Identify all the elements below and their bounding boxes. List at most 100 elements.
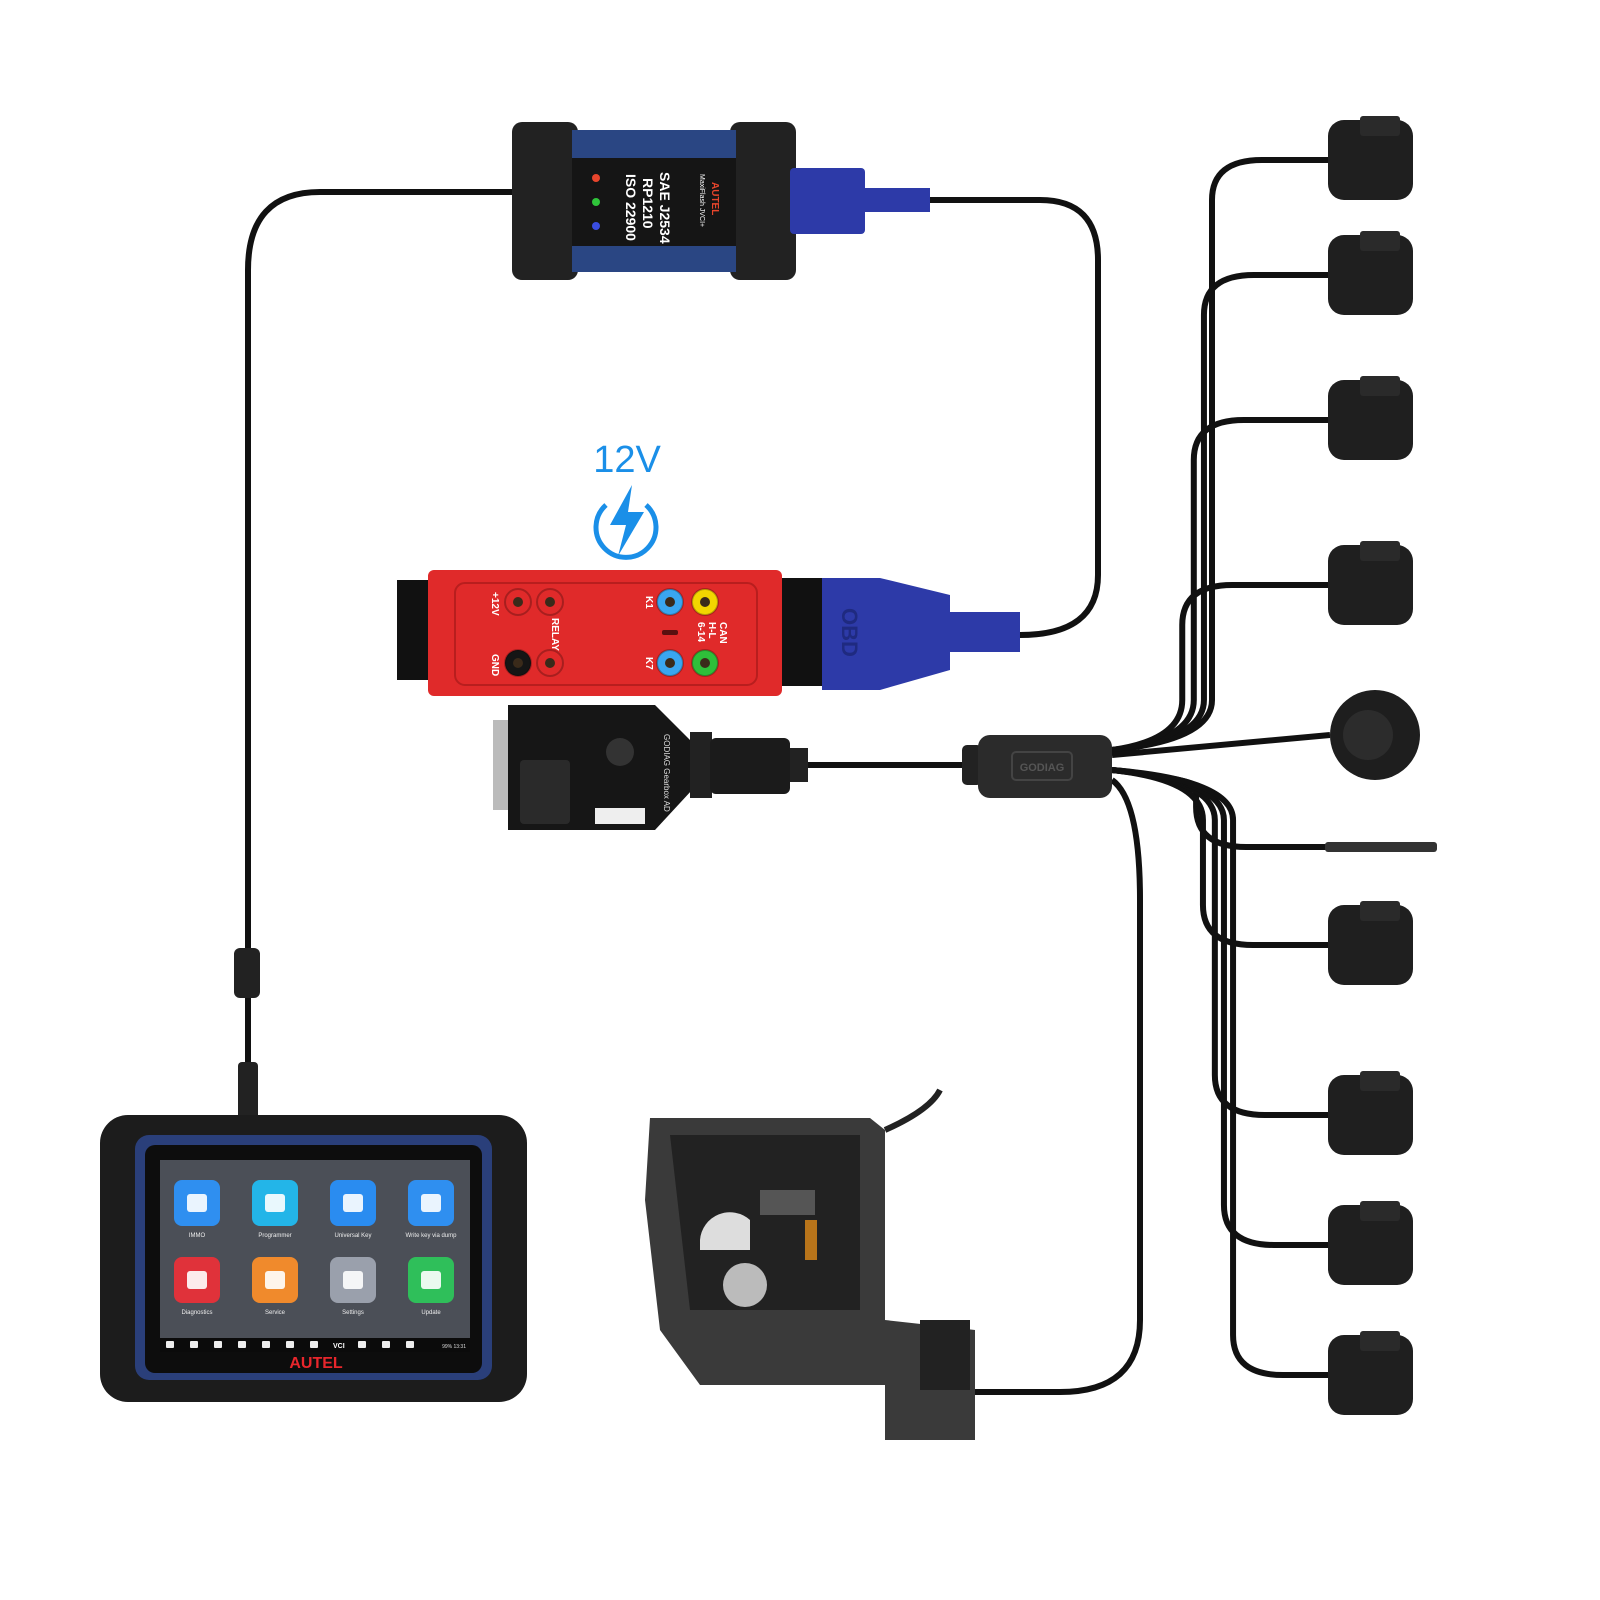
- harness-cable: [1111, 767, 1330, 1378]
- vci-led: [592, 174, 600, 182]
- app-settings[interactable]: Settings: [330, 1257, 376, 1316]
- programmer-box: +12V RELAY GND K1 K7 CAN H-L 6-14 OBD: [397, 570, 1020, 696]
- hub-label: GODIAG: [1020, 762, 1065, 774]
- banana-jack[interactable]: [536, 588, 564, 616]
- vehicle-connector: [1328, 901, 1413, 985]
- banana-jack[interactable]: [504, 588, 532, 616]
- vci-led: [592, 198, 600, 206]
- port-label-relay: RELAY: [549, 618, 560, 651]
- status-text: 99% 13:31: [442, 1344, 466, 1350]
- app-programmer[interactable]: Programmer: [252, 1180, 298, 1239]
- harness-cable: [1111, 272, 1330, 753]
- gearbox-adapter: GODIAG Gearbox AD: [493, 705, 808, 830]
- app-write-key-via-dump[interactable]: Write key via dump: [406, 1180, 458, 1239]
- status-led: [662, 630, 678, 635]
- port-label-k1: K1: [643, 596, 654, 609]
- car-icon: [187, 1271, 207, 1289]
- screen-record-icon[interactable]: [310, 1341, 318, 1348]
- transmission-valve-body: [645, 1088, 975, 1440]
- gear-icon: [343, 1271, 363, 1289]
- banana-jack[interactable]: [656, 649, 684, 677]
- harness-cable: [1111, 582, 1330, 753]
- vehicle-connector: [1328, 1071, 1413, 1155]
- app-update[interactable]: Update: [408, 1257, 454, 1316]
- home-icon[interactable]: [190, 1341, 198, 1348]
- app-label: Update: [421, 1310, 441, 1316]
- cable-vci-to-obd: [930, 197, 1101, 638]
- camera-icon[interactable]: [286, 1341, 294, 1348]
- harness-cable: [1111, 157, 1330, 753]
- vci-leds: [592, 174, 600, 230]
- app-service[interactable]: Service: [252, 1257, 298, 1316]
- cables: [245, 157, 1331, 1395]
- obd-connector: [822, 578, 950, 690]
- vehicle-connector: [1328, 1201, 1413, 1285]
- obd-label: OBD: [837, 608, 862, 657]
- port-label-can-hl: H-L: [706, 622, 717, 639]
- vehicle-connectors: [1325, 116, 1437, 1415]
- port-label-k7: K7: [643, 657, 654, 670]
- vehicle-connector: [1328, 376, 1413, 460]
- harness-cable: [1111, 767, 1330, 1248]
- adapter-label: GODIAG Gearbox AD: [662, 734, 671, 812]
- vci-standard-1: SAE J2534: [657, 172, 673, 244]
- tablet-device: IMMO Programmer Universal Key Write key via…: [100, 1115, 527, 1402]
- lightning-icon: [593, 485, 659, 560]
- cable-vci-to-tablet: [245, 189, 515, 1120]
- back-icon[interactable]: [166, 1341, 174, 1348]
- harness-cable: [1111, 732, 1331, 758]
- write-key-icon: [421, 1194, 441, 1212]
- vci-brand: AUTEL: [709, 182, 720, 215]
- vci-standard-3: ISO 22900: [623, 174, 639, 241]
- service-icon[interactable]: [406, 1341, 414, 1348]
- app-universal-key[interactable]: Universal Key: [330, 1180, 376, 1239]
- immo-icon: [187, 1194, 207, 1212]
- garage-icon[interactable]: [214, 1341, 222, 1348]
- harness-cable: [975, 777, 1143, 1395]
- cable-hub: GODIAG: [962, 735, 1112, 798]
- port-label-can: CAN: [717, 622, 728, 644]
- app-label: Programmer: [258, 1233, 291, 1239]
- banana-jack[interactable]: [656, 588, 684, 616]
- vci-led: [592, 222, 600, 230]
- car-icon[interactable]: [382, 1341, 390, 1348]
- app-label: Universal Key: [334, 1233, 371, 1239]
- power-label: 12V: [593, 439, 661, 481]
- vehicle-connector: [1328, 541, 1413, 625]
- vci-model: MaxiFlash JVCI+: [698, 174, 705, 227]
- app-immo[interactable]: IMMO: [174, 1180, 220, 1239]
- vehicle-connector: [1325, 842, 1437, 852]
- vehicle-connector: [1328, 1331, 1413, 1415]
- port-label-gnd: GND: [489, 654, 500, 676]
- port-label-can-pins: 6-14: [695, 622, 706, 642]
- app-diagnostics[interactable]: Diagnostics: [174, 1257, 220, 1316]
- banana-jack[interactable]: [504, 649, 532, 677]
- service-icon: [265, 1271, 285, 1289]
- tablet-brand: AUTEL: [289, 1355, 343, 1372]
- db-connector: [790, 168, 865, 234]
- vci-icon[interactable]: VCI: [333, 1343, 345, 1350]
- download-icon: [421, 1271, 441, 1289]
- banana-jack[interactable]: [691, 649, 719, 677]
- cable-plug: [238, 1062, 258, 1128]
- ferrite-core: [234, 948, 260, 998]
- recent-icon[interactable]: [238, 1341, 246, 1348]
- app-label: Diagnostics: [181, 1310, 212, 1316]
- programmer-icon: [265, 1194, 285, 1212]
- universal-key-icon: [343, 1194, 363, 1212]
- app-label: Settings: [342, 1310, 364, 1316]
- app-label: Write key via dump: [406, 1233, 458, 1239]
- diagnose-icon[interactable]: [358, 1341, 366, 1348]
- vehicle-connector: [1328, 231, 1413, 315]
- banana-jack[interactable]: [536, 649, 564, 677]
- banana-jack[interactable]: [691, 588, 719, 616]
- browser-icon[interactable]: [262, 1341, 270, 1348]
- vehicle-connector: [1328, 116, 1413, 200]
- port-label-12v: +12V: [489, 592, 500, 616]
- app-label: IMMO: [189, 1233, 206, 1239]
- app-label: Service: [265, 1310, 286, 1316]
- vehicle-connector: [1330, 690, 1420, 780]
- vci-standard-2: RP1210: [640, 178, 656, 229]
- vci-device: SAE J2534 RP1210 ISO 22900 AUTEL MaxiFla…: [512, 122, 930, 280]
